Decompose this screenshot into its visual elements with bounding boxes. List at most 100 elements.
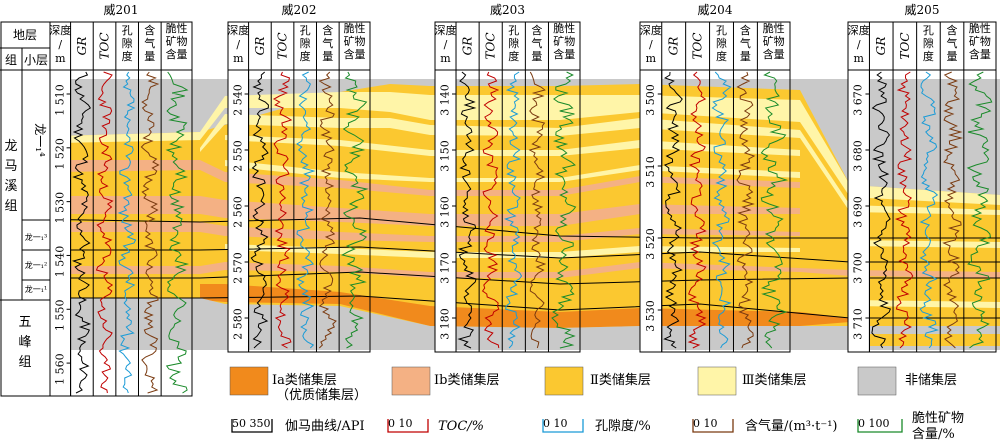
depth-label: 2 550 [231,140,244,172]
depth-col-label: / [649,38,653,51]
well-header [227,21,371,71]
depth-label: 3 180 [439,308,452,340]
well-name: 威202 [282,3,317,17]
toc-col-label: TOC [691,32,705,59]
porosity-col-label: 度 [923,49,934,63]
toc-curve [272,71,293,349]
legend-curve-porosity [542,419,584,433]
strat-column: 地层组小层龙马溪组龙一₁⁴龙一₁³龙一₁²龙一₁¹五峰组 [0,21,51,397]
legend-label-toc: TOC/% [438,419,484,434]
class-ib-band-4 [60,262,1000,278]
class-iii-band-2 [200,114,1000,215]
depth-col-label: 深度 [227,23,249,37]
brittle-col-label: 含量 [344,47,366,61]
legend-curve-brittle [857,419,903,433]
toc-curve [95,71,114,394]
well-frame [639,21,791,353]
brittle-col-label: 矿物 [166,34,188,48]
class-iii-band-1 [60,92,1000,205]
non-reservoir-bottom [60,298,1000,350]
legend-label-gr: 伽马曲线/API [285,419,365,434]
gr-curve [71,71,92,394]
strat-wufeng: 组 [18,355,31,370]
depth-label: 3 670 [852,84,865,116]
strat-wufeng: 五 [18,315,31,330]
strat-wufeng: 峰 [18,335,31,350]
gr-col-label: GR [461,37,475,56]
toc-col-label: TOC [484,32,498,59]
brittle-col-label: 脆性 [763,21,785,35]
porosity-col-label: 隙 [300,36,311,50]
depth-col-label: 深度 [49,23,71,37]
gr-curve [663,71,683,349]
well-name: 威204 [698,3,733,17]
depth-label: 3 680 [852,140,865,172]
toc-col-label: TOC [98,32,112,59]
strat-header-top: 地层 [13,28,37,42]
gr-col-label: GR [75,37,89,56]
gas-col-label: 气 [947,36,958,50]
depth-col-label: m [854,52,865,65]
non-reservoir-top [60,79,1000,195]
gas-curve [140,71,160,394]
legend-label-brittle: 脆性矿物 [912,410,964,426]
depth-label: 3 710 [852,308,865,340]
legend-label-brittle-2: 含量/% [912,426,955,442]
class-ia-band [200,284,850,328]
porosity-col-label: 孔 [508,24,519,37]
porosity-curve [919,71,939,349]
class-iii-band-6 [850,240,1000,248]
gas-col-label: 含 [322,23,333,37]
gas-col-label: 含 [144,23,155,37]
depth-label: 1 530 [53,192,66,224]
strat-longmaxi: 组 [4,199,17,214]
porosity-col-label: 孔 [923,24,934,37]
gr-curve [457,71,477,349]
legend-swatch-iii [697,366,737,396]
legend-swatch-non [857,366,897,396]
porosity-curve [711,71,732,349]
well-frame [847,21,997,353]
depth-label: 3 140 [439,84,452,116]
strat-header-sublayer: 小层 [24,53,48,67]
legend-scale-brittle: 0 100 [858,417,890,430]
class-ii-strip [850,334,1000,346]
brittle-col-label: 脆性 [344,21,366,35]
brittle-curve [966,71,993,349]
depth-label: 2 580 [231,308,244,340]
gas-col-label: 气 [144,36,155,50]
strat-header-group: 组 [5,53,17,67]
legend-swatch-ii [544,366,584,396]
brittle-col-label: 含量 [553,47,575,61]
depth-col-label: 深度 [435,23,457,37]
depth-col-label: m [55,52,66,65]
porosity-col-label: 孔 [300,24,311,37]
porosity-col-label: 孔 [716,24,727,37]
legend-label-porosity: 孔隙度/% [595,418,651,434]
brittle-col-label: 含量 [166,47,188,61]
brittle-col-label: 矿物 [763,34,785,48]
depth-label: 3 510 [644,156,657,188]
legend-label-ia: Ⅰa类储集层 [272,372,337,388]
legend-scale-gr: 50 350 [232,417,271,430]
well-header [639,21,791,71]
gas-curve [528,71,547,349]
porosity-curve [295,71,316,349]
gas-col-label: 量 [740,50,751,63]
porosity-col-label: 隙 [716,36,727,50]
depth-label: 3 150 [439,140,452,172]
brittle-col-label: 矿物 [553,34,575,48]
depth-col-label: / [236,38,240,51]
toc-curve [687,71,707,349]
legend-swatch-ia [229,366,269,396]
brittle-col-label: 矿物 [969,34,991,48]
strat-longmaxi: 马 [4,159,17,174]
gas-col-label: 含 [531,23,542,37]
gas-col-label: 气 [322,36,333,50]
gas-curve [318,71,337,349]
toc-curve [481,71,500,349]
